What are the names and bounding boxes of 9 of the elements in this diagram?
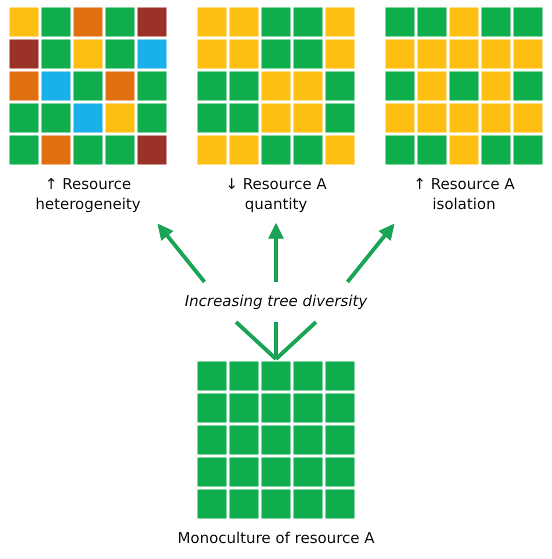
branch-lines [234,320,318,361]
grid-caption: ↑ Resource A isolation [412,174,516,214]
grid-caption: ↓ Resource A quantity [224,174,328,214]
arrow [268,222,284,282]
arrow [346,224,395,284]
diversity-label: Increasing tree diversity [153,286,399,316]
grid-caption: ↑ Resource heterogeneity [34,174,142,214]
grid-caption: Monoculture of resource A [176,528,376,548]
arrow [157,224,206,284]
